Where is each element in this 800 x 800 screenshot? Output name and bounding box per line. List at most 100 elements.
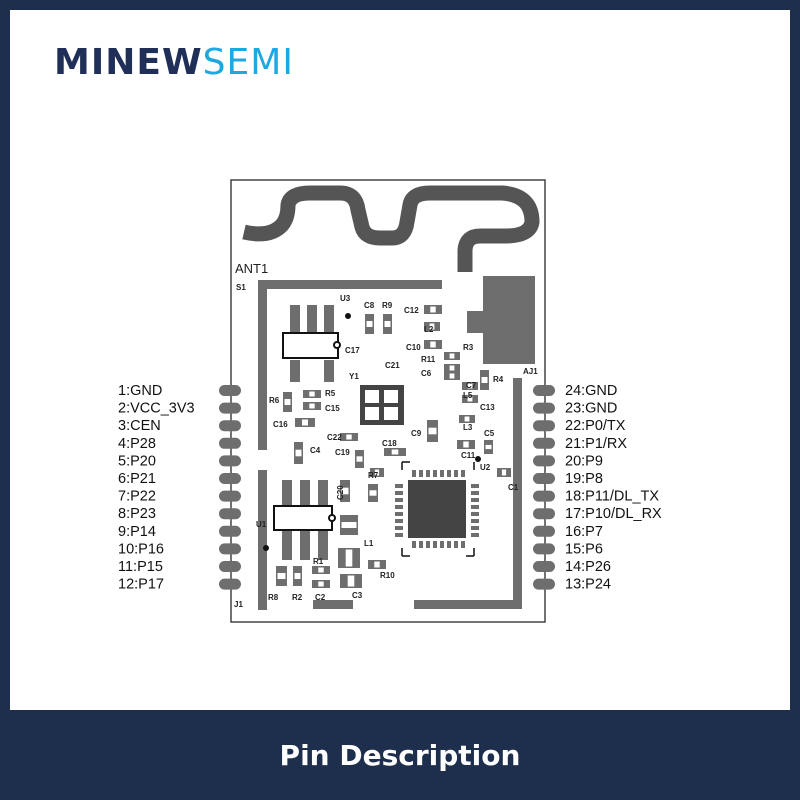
- ground-copper: [258, 280, 522, 610]
- passive-body: [463, 441, 469, 448]
- component-label: C2: [315, 593, 326, 602]
- passive-body: [341, 487, 349, 495]
- antenna-trace: [242, 185, 540, 272]
- left-pin-label: 8:P23: [118, 506, 156, 522]
- component-label: R2: [292, 593, 303, 602]
- passive-body: [485, 444, 492, 450]
- passive-body: [384, 321, 391, 327]
- left-pin-pad: [219, 385, 241, 396]
- left-pin-label: 5:P20: [118, 453, 156, 469]
- component-label: C5: [484, 429, 495, 438]
- left-pin-pad: [219, 578, 241, 590]
- passive-body: [429, 323, 435, 330]
- component-label: R1: [313, 557, 324, 566]
- passive-body: [467, 383, 473, 389]
- right-pin-label: 15:P6: [565, 541, 603, 557]
- component-label: R10: [380, 571, 395, 580]
- component-label: L2: [424, 325, 434, 334]
- right-pin-label: 22:P0/TX: [565, 418, 626, 434]
- passive-body: [449, 365, 455, 371]
- left-pin-label: 11:P15: [118, 559, 163, 575]
- component-label: L3: [463, 423, 473, 432]
- component-label: C7: [466, 381, 477, 390]
- passive-body: [309, 391, 315, 397]
- pcb-diagram: ANT1: [118, 179, 662, 623]
- component-label: J1: [234, 600, 243, 609]
- right-pin-pad: [533, 543, 555, 555]
- logo-part-semi: SEMI: [202, 42, 294, 83]
- right-pin-labels: 24:GND23:GND22:P0/TX21:P1/RX20:P919:P818…: [565, 383, 662, 593]
- left-pin-pad: [219, 455, 241, 467]
- passive-body: [277, 573, 286, 579]
- passive-body: [374, 469, 380, 476]
- passive-body: [501, 469, 507, 476]
- passive-body: [347, 575, 355, 587]
- passive-body: [345, 549, 353, 567]
- component-label: C11: [461, 451, 476, 460]
- component-label: C22: [327, 433, 342, 442]
- component-label: R9: [382, 301, 393, 310]
- component-label: C1: [508, 483, 519, 492]
- component-label: C17: [345, 346, 360, 355]
- component-label: R3: [463, 343, 474, 352]
- left-pin-label: 6:P21: [118, 471, 156, 487]
- right-pin-label: 19:P8: [565, 471, 603, 487]
- component-label: C18: [382, 439, 397, 448]
- minewsemi-logo: MINEWSEMI: [54, 42, 294, 83]
- component-label: Y1: [349, 372, 359, 381]
- u3-chip: [282, 305, 341, 382]
- passive-body: [366, 321, 373, 327]
- component-label: R4: [493, 375, 504, 384]
- antenna-label: ANT1: [235, 261, 268, 276]
- passive-body: [464, 416, 470, 422]
- left-pin-pad: [219, 473, 241, 484]
- component-label: C20: [336, 485, 345, 500]
- right-pin-label: 18:P11/DL_TX: [565, 489, 659, 505]
- right-pin-label: 16:P7: [565, 524, 603, 540]
- passive-body: [374, 561, 380, 568]
- passive-components: [276, 305, 511, 588]
- right-pin-pad: [533, 420, 555, 432]
- passive-body: [318, 567, 324, 573]
- right-pin-label: 24:GND: [565, 383, 617, 399]
- component-label: C10: [406, 343, 421, 352]
- u3-pin1-dot: [345, 313, 351, 319]
- passive-body: [481, 377, 488, 383]
- right-pin-pad: [533, 385, 555, 396]
- left-pin-pad: [219, 490, 241, 502]
- left-pin-labels: 1:GND2:VCC_3V33:CEN4:P285:P206:P217:P228…: [118, 383, 195, 593]
- right-pin-pad: [533, 578, 555, 590]
- passive-body: [430, 341, 436, 348]
- left-pin-pad: [219, 561, 241, 572]
- component-label: R6: [269, 396, 280, 405]
- component-label: U2: [480, 463, 491, 472]
- component-label: L5: [463, 391, 473, 400]
- component-label: C4: [310, 446, 321, 455]
- passive-body: [309, 403, 315, 409]
- left-pin-pad: [219, 437, 241, 449]
- right-pin-pad: [533, 525, 555, 537]
- footer-title: Pin Description: [279, 738, 521, 772]
- component-label: C8: [364, 301, 375, 310]
- logo-part-minew: MINEW: [54, 42, 203, 83]
- passive-body: [341, 522, 357, 528]
- passive-body: [369, 490, 377, 496]
- left-pin-label: 7:P22: [118, 489, 156, 505]
- component-label: C16: [273, 420, 288, 429]
- component-label: R7: [368, 471, 379, 480]
- component-label: R11: [421, 355, 436, 364]
- left-pin-pad: [219, 508, 241, 520]
- component-label: U1: [256, 520, 267, 529]
- passive-body: [295, 449, 302, 457]
- component-label: U3: [340, 294, 351, 303]
- right-pin-pad: [533, 402, 555, 414]
- y1-crystal: [360, 385, 404, 425]
- u1-chip: [263, 480, 336, 560]
- right-pin-pad: [533, 561, 555, 572]
- component-label: C3: [352, 591, 363, 600]
- component-label: L1: [364, 539, 374, 548]
- right-pin-label: 21:P1/RX: [565, 436, 627, 452]
- component-label: C9: [411, 429, 422, 438]
- left-pin-label: 9:P14: [118, 524, 156, 540]
